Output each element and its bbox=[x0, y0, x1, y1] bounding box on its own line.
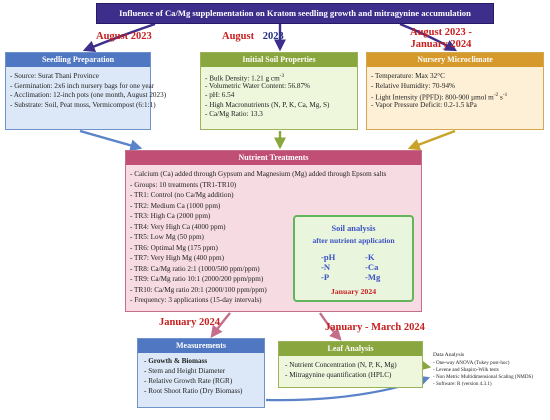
seedling-line: - Acclimation: 12-inch pots (one month, … bbox=[10, 91, 167, 99]
date-initial-soil-month: August bbox=[222, 31, 255, 42]
nutrient-line: - TR1: Control (no Ca/Mg addition) bbox=[130, 191, 234, 199]
seedling-line: - Substrate: Soil, Peat moss, Vermicompo… bbox=[10, 100, 156, 109]
data-analysis-box: Data Analysis - One-way ANOVA (Tukey pos… bbox=[431, 350, 548, 406]
soil-line: - Ca/Mg Ratio: 13.3 bbox=[205, 110, 263, 118]
micro-line: - Temperature: Max 32°C bbox=[371, 72, 445, 80]
initial-soil-header: Initial Soil Properties bbox=[201, 53, 357, 67]
date-nursery-start: August 2023 - bbox=[410, 27, 472, 38]
soil-analysis-mg: -Mg bbox=[365, 272, 381, 282]
micro-unit-s: s bbox=[498, 93, 503, 102]
nutrient-line: - TR9: Ca/Mg ratio 10:1 (2000/200 ppm/pp… bbox=[130, 275, 264, 283]
soil-bulk-density: - Bulk Density: 1.21 g cm bbox=[205, 74, 280, 83]
micro-light-intensity: - Light Intensity (PPFD): 800-900 µmol m bbox=[371, 93, 494, 102]
nutrient-line: - TR5: Low Mg (50 ppm) bbox=[130, 233, 204, 241]
date-initial-soil-year: 2023 bbox=[262, 31, 284, 42]
arrow-title-to-seedling bbox=[82, 22, 156, 53]
nursery-microclimate-box: Nursery Microclimate - Temperature: Max … bbox=[366, 52, 544, 130]
data-analysis-line: - Levene and Shapiro-Wilk tests bbox=[433, 367, 499, 373]
data-analysis-line: - One-way ANOVA (Tukey post-hoc) bbox=[433, 360, 510, 366]
arrow-microclimate-to-nutrient bbox=[407, 129, 456, 151]
measurements-line: - Relative Growth Rate (RGR) bbox=[144, 377, 233, 385]
date-leaf-analysis: January - March 2024 bbox=[325, 322, 425, 333]
nutrient-line: - TR8: Ca/Mg ratio 2:1 (1000/500 ppm/ppm… bbox=[130, 264, 260, 273]
soil-line: - Volumetric Water Content: 56.87% bbox=[205, 81, 311, 90]
arrow-title-to-microclimate bbox=[399, 22, 458, 52]
micro-line: - Vapor Pressure Deficit: 0.2-1.5 kPa bbox=[371, 100, 477, 109]
soil-line: - High Macronutrients (N, P, K, Ca, Mg, … bbox=[205, 100, 330, 109]
measurements-header: Measurements bbox=[138, 339, 264, 353]
date-nursery-end: January 2024 bbox=[410, 39, 472, 50]
soil-analysis-ca: -Ca bbox=[365, 262, 379, 272]
measurements-line: - Root Shoot Ratio (Dry Biomass) bbox=[144, 387, 243, 395]
nutrient-line: - TR7: Very High Mg (400 ppm) bbox=[130, 254, 224, 262]
soil-analysis-n: -N bbox=[321, 262, 331, 272]
data-analysis-line: - Non Metric Multidimensional Scaling (N… bbox=[433, 374, 534, 380]
soil-analysis-subtitle: after nutrient application bbox=[312, 236, 395, 245]
seedling-line: - Source: Surat Thani Province bbox=[10, 72, 99, 80]
soil-analysis-p: -P bbox=[321, 272, 330, 282]
arrow-leaf-to-data bbox=[419, 359, 432, 371]
date-measurements: January 2024 bbox=[159, 317, 220, 328]
data-analysis-title: Data Analysis bbox=[433, 352, 465, 358]
nutrient-line: - Calcium (Ca) added through Gypsum and … bbox=[130, 170, 387, 178]
nutrient-line: - TR3: High Ca (2000 ppm) bbox=[130, 212, 211, 220]
soil-line: - Bulk Density: 1.21 g cm-3 bbox=[205, 72, 284, 84]
nutrient-line: - TR2: Medium Ca (1000 ppm) bbox=[130, 201, 221, 210]
soil-bulk-density-exponent: -3 bbox=[279, 73, 285, 79]
date-initial-soil: August 2023 bbox=[222, 31, 284, 42]
nutrient-line: - TR6: Optimal Mg (175 ppm) bbox=[130, 243, 218, 252]
soil-analysis-ph: -pH bbox=[321, 252, 336, 262]
measurements-line: - Stem and Height Diameter bbox=[144, 367, 226, 375]
initial-soil-properties-box: Initial Soil Properties - Bulk Density: … bbox=[200, 52, 358, 130]
leaf-line: - Nutrient Concentration (N, P, K, Mg) bbox=[285, 361, 397, 369]
soil-analysis-k: -K bbox=[365, 252, 375, 262]
arrow-seedling-to-nutrient bbox=[79, 129, 143, 152]
nursery-microclimate-header: Nursery Microclimate bbox=[367, 53, 543, 67]
leaf-analysis-box: Leaf Analysis - Nutrient Concentration (… bbox=[278, 341, 423, 388]
seedling-preparation-box: Seedling Preparation - Source: Surat Tha… bbox=[5, 52, 166, 130]
leaf-line: - Mitragynine quantification (HPLC) bbox=[285, 371, 392, 379]
data-analysis-line: - Software: R (version 4.3.1) bbox=[433, 381, 492, 387]
measurements-box: Measurements - Growth & Biomass - Stem a… bbox=[137, 338, 265, 408]
date-seedling: August 2023 bbox=[96, 31, 152, 42]
nutrient-line: - TR10: Ca/Mg ratio 20:1 (2000/100 ppm/p… bbox=[130, 285, 267, 294]
soil-line: - pH: 6.54 bbox=[205, 91, 235, 99]
nutrient-line: - Frequency: 3 applications (15-day inte… bbox=[130, 296, 262, 304]
micro-line: - Relative Humidity: 70-94% bbox=[371, 81, 456, 90]
soil-analysis-box: Soil analysis after nutrient application… bbox=[293, 215, 414, 302]
nutrient-treatments-header: Nutrient Treatments bbox=[126, 151, 421, 165]
seedling-line: - Germination: 2x6 inch nursery bags for… bbox=[10, 81, 155, 90]
diagram-title: Influence of Ca/Mg supplementation on Kr… bbox=[96, 3, 494, 24]
micro-exponent-s: -1 bbox=[502, 92, 508, 98]
measurements-line: - Growth & Biomass bbox=[144, 357, 208, 365]
nutrient-line: - TR4: Very High Ca (4000 ppm) bbox=[130, 222, 226, 231]
nutrient-line: - Groups: 10 treatments (TR1-TR10) bbox=[130, 180, 237, 189]
seedling-preparation-header: Seedling Preparation bbox=[6, 53, 150, 67]
micro-exponent-m: -2 bbox=[493, 92, 499, 98]
micro-line: - Light Intensity (PPFD): 800-900 µmol m… bbox=[371, 91, 507, 103]
soil-analysis-title: Soil analysis bbox=[331, 224, 376, 233]
leaf-analysis-header: Leaf Analysis bbox=[279, 342, 422, 356]
soil-analysis-date: January 2024 bbox=[330, 287, 377, 296]
arrow-nutrient-to-measurements bbox=[210, 312, 231, 338]
arrow-nutrient-to-leaf bbox=[319, 312, 342, 341]
date-nursery: August 2023 - January 2024 bbox=[410, 27, 472, 51]
